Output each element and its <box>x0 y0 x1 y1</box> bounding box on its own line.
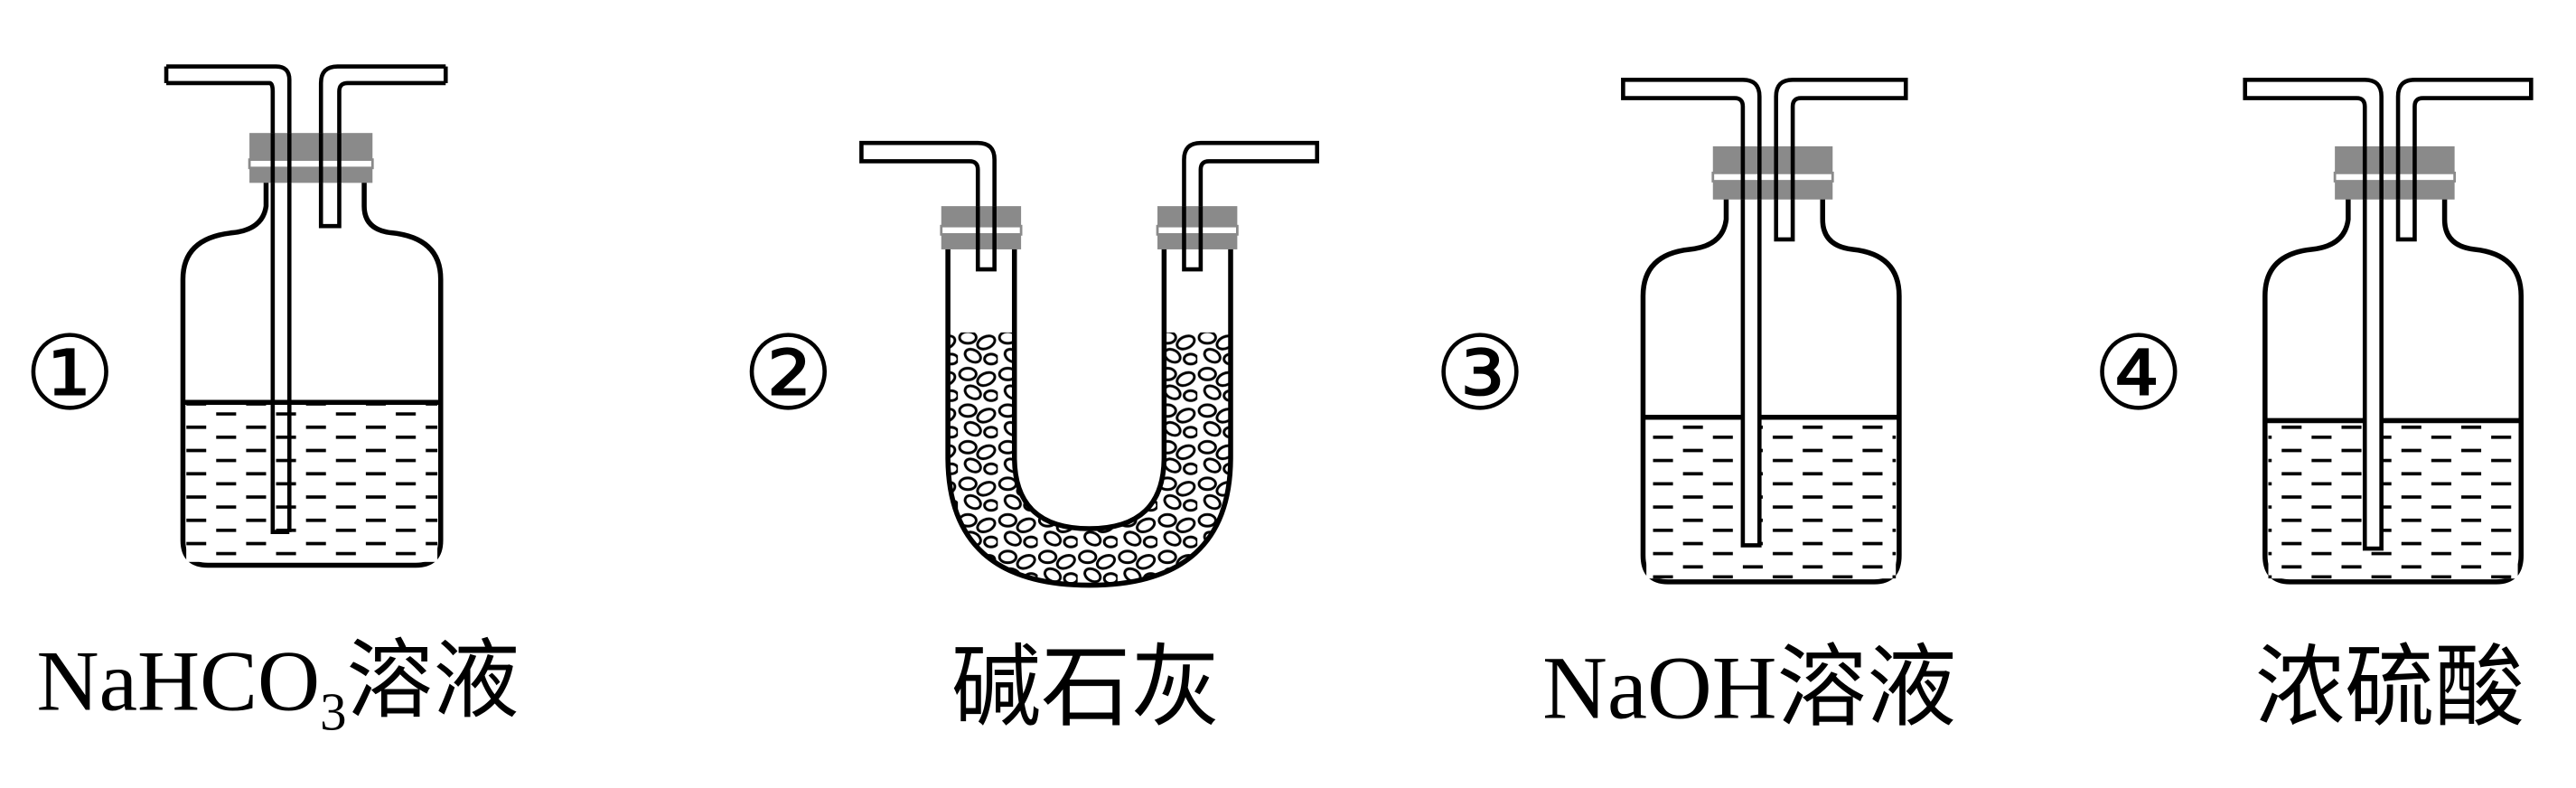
apparatus-2: ② 碱石灰 <box>742 140 1320 738</box>
apparatus-number-2: ② <box>742 314 834 434</box>
apparatus-number-3: ③ <box>1434 314 1526 434</box>
apparatus-1: ① NaHCO3溶液 <box>23 64 520 742</box>
u-tube <box>859 140 1320 588</box>
apparatus-3: ③ NaOH溶液 <box>1434 78 1956 738</box>
apparatus-number-4: ④ <box>2093 314 2185 434</box>
rubber-stopper-2-right <box>1156 206 1239 249</box>
gas-washing-bottle-3 <box>1621 78 1908 585</box>
apparatus-label-3: NaOH溶液 <box>1542 639 1956 738</box>
apparatus-label-2: 碱石灰 <box>951 639 1221 738</box>
apparatus-label-4: 浓硫酸 <box>2255 639 2524 738</box>
gas-washing-bottle-4 <box>2243 78 2534 585</box>
rubber-stopper-4 <box>2333 145 2457 200</box>
gas-washing-bottle-1 <box>164 64 448 568</box>
apparatus-label-1: NaHCO3溶液 <box>36 633 519 742</box>
apparatus-4: ④ 浓硫酸 <box>2093 78 2534 738</box>
rubber-stopper-1 <box>248 133 374 183</box>
rubber-stopper-2-left <box>940 206 1023 249</box>
apparatus-number-1: ① <box>23 314 116 434</box>
rubber-stopper-3 <box>1711 145 1834 200</box>
